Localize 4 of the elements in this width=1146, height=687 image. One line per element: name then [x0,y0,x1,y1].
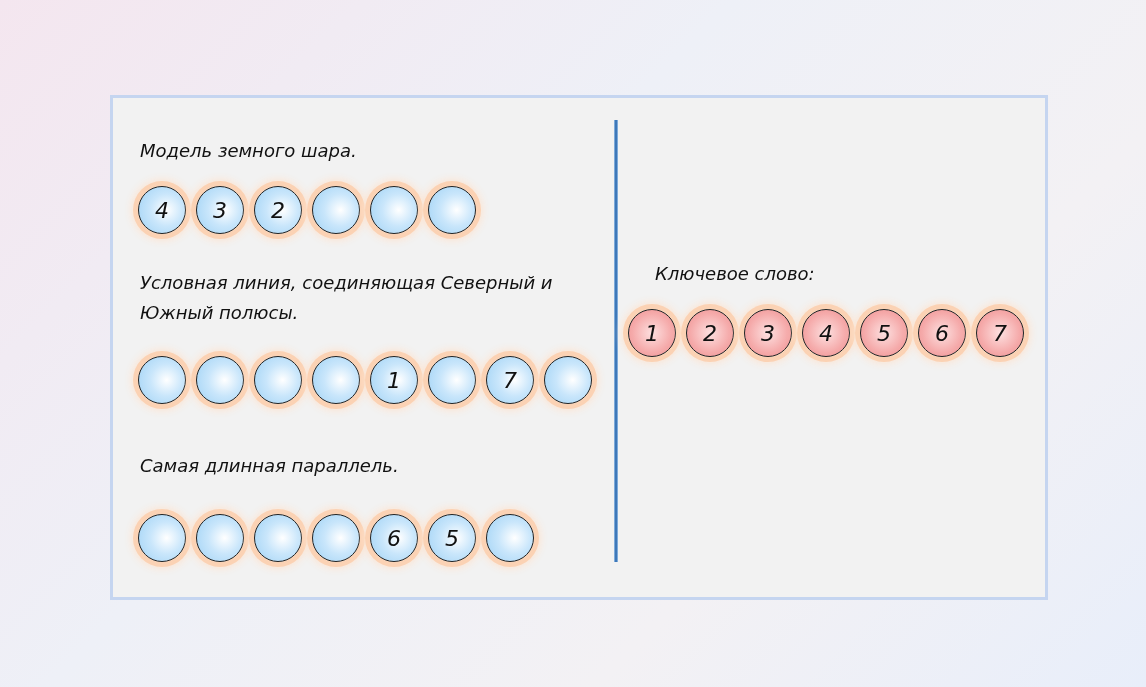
question-text: Модель земного шара. [140,139,358,163]
question-text: Условная линия, соединяющая Северный и Южный полюсы. [140,271,554,325]
question-text: Самая длинная параллель. [140,454,400,478]
heading-text: Ключевое слово: [655,262,816,286]
